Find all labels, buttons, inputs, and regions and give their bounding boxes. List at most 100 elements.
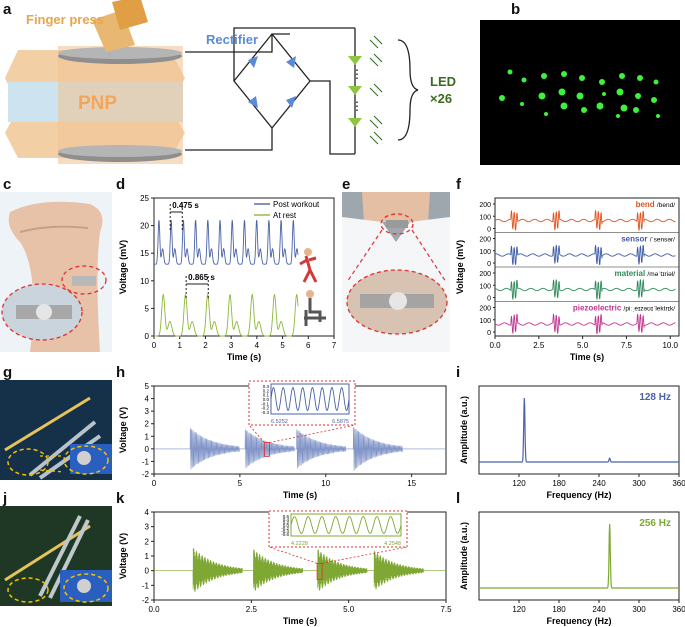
x-tick-label: 4 bbox=[255, 341, 260, 350]
y-tick-label: 100 bbox=[479, 249, 491, 256]
series-phonetic: /piːˌeɪzəʊɪˈlektrɪk/ bbox=[624, 305, 676, 313]
x-tick-label: 7.5 bbox=[621, 341, 633, 350]
x-tick-label: 0.0 bbox=[489, 341, 501, 350]
y-tick-label: 4 bbox=[145, 395, 150, 404]
panel-letter-b: b bbox=[511, 1, 521, 18]
inset-y-tick-label: -0.3 bbox=[261, 410, 269, 415]
zoom-marker bbox=[316, 562, 323, 580]
x-tick-label: 2.5 bbox=[246, 605, 258, 614]
burst-4 bbox=[373, 550, 424, 590]
x-tick-label: 180 bbox=[552, 605, 566, 614]
panel-letter-j: j bbox=[3, 490, 8, 507]
rectifier-label: Rectifier bbox=[206, 32, 258, 47]
annotation-period-post: 0.475 s bbox=[172, 201, 199, 210]
y-tick-label: 2 bbox=[145, 420, 150, 429]
panel-letter-c: c bbox=[3, 176, 12, 193]
panel-letter-g: g bbox=[3, 364, 13, 381]
series-word: material bbox=[615, 269, 648, 278]
x-tick-label: 120 bbox=[512, 605, 526, 614]
y-tick-label: -2 bbox=[142, 470, 150, 479]
spectrum-line bbox=[479, 397, 679, 463]
zoom-connector bbox=[269, 424, 356, 443]
x-tick-label: 7.5 bbox=[440, 605, 452, 614]
x-tick-label: 10 bbox=[321, 479, 330, 488]
x-tick-label: 3 bbox=[229, 341, 234, 350]
inset-x-end: 6.5875 bbox=[332, 419, 349, 425]
y-tick-label: 0 bbox=[145, 567, 150, 576]
x-tick-label: 5 bbox=[280, 341, 285, 350]
inset-signal bbox=[270, 387, 350, 411]
panel-letter-d: d bbox=[116, 176, 126, 193]
burst-3 bbox=[296, 429, 347, 469]
burst-1 bbox=[192, 547, 243, 593]
y-axis-label: Voltage (mV) bbox=[118, 240, 128, 294]
x-tick-label: 15 bbox=[407, 479, 416, 488]
inset-y-tick-label: 0.4 bbox=[283, 517, 290, 522]
legend-label-at-rest: At rest bbox=[273, 211, 297, 220]
panel-letter-h: h bbox=[116, 364, 126, 381]
x-tick-label: 360 bbox=[672, 479, 685, 488]
x-tick-label: 5.0 bbox=[343, 605, 355, 614]
plot-frame bbox=[478, 511, 680, 601]
sitting-person-icon bbox=[306, 290, 314, 298]
x-tick-label: 120 bbox=[512, 479, 526, 488]
series-line-sensor bbox=[494, 244, 676, 266]
panel-c-wrist-photo bbox=[0, 192, 112, 352]
y-axis-label: Voltage (V) bbox=[118, 533, 128, 579]
inset-y-tick-label: -0.1 bbox=[261, 401, 269, 406]
burst-3 bbox=[317, 549, 368, 591]
annotation-period-rest: 0.865 s bbox=[188, 273, 215, 282]
x-tick-label: 0 bbox=[152, 341, 157, 350]
y-tick-label: 20 bbox=[140, 222, 149, 231]
inset-x-start: 6.5252 bbox=[271, 419, 288, 425]
inset-x-start: 4.2228 bbox=[291, 541, 308, 547]
inset-y-tick-label: 0.0 bbox=[283, 523, 290, 528]
x-tick-label: 2 bbox=[203, 341, 208, 350]
y-tick-label: -2 bbox=[142, 596, 150, 605]
y-tick-label: 0 bbox=[145, 445, 150, 454]
x-axis-label: Time (s) bbox=[283, 490, 317, 500]
panel-letter-a: a bbox=[3, 1, 12, 18]
y-tick-label: 100 bbox=[479, 283, 491, 290]
series-label-piezoelectric: piezoelectric /piːˌeɪzəʊɪˈlektrɪk/ bbox=[573, 304, 675, 313]
y-tick-label: 10 bbox=[140, 277, 149, 286]
series-phonetic: /ˈsensər/ bbox=[650, 236, 675, 244]
series-word: bend bbox=[636, 200, 657, 209]
y-tick-label: 200 bbox=[479, 202, 491, 209]
y-tick-label: 1 bbox=[145, 552, 150, 561]
x-tick-label: 240 bbox=[592, 605, 606, 614]
series-label-sensor: sensor /ˈsensər/ bbox=[621, 235, 675, 244]
x-tick-label: 1 bbox=[177, 341, 182, 350]
x-tick-label: 300 bbox=[632, 605, 646, 614]
runner-icon bbox=[299, 255, 318, 283]
x-tick-label: 360 bbox=[672, 605, 685, 614]
finger-press-label: Finger press bbox=[26, 12, 104, 27]
panel-letter-e: e bbox=[342, 176, 351, 193]
panel-e-neck-photo bbox=[342, 192, 450, 352]
legend-label-post-workout: Post workout bbox=[273, 200, 320, 209]
series-phonetic: /məˈtɪriəl/ bbox=[647, 270, 675, 278]
y-tick-label: 200 bbox=[479, 271, 491, 278]
x-tick-label: 0.0 bbox=[148, 605, 160, 614]
zoom-marker bbox=[264, 442, 270, 457]
panel-letter-f: f bbox=[456, 176, 461, 193]
peak-frequency-label: 256 Hz bbox=[639, 518, 671, 529]
inset-y-tick-label: 0.0 bbox=[263, 397, 270, 402]
x-tick-label: 240 bbox=[592, 479, 606, 488]
y-tick-label: 0 bbox=[487, 261, 491, 268]
x-axis-label: Frequency (Hz) bbox=[546, 616, 611, 626]
x-tick-label: 5.0 bbox=[577, 341, 589, 350]
panel-letter-i: i bbox=[456, 364, 461, 381]
y-tick-label: 5 bbox=[145, 304, 150, 313]
y-tick-label: 100 bbox=[479, 318, 491, 325]
inset-signal bbox=[290, 516, 402, 534]
inset-y-tick-label: -0.6 bbox=[281, 532, 289, 537]
panel-b-led-photo bbox=[480, 20, 680, 165]
inset-y-tick-label: 0.1 bbox=[263, 393, 270, 398]
led-label: LED bbox=[430, 74, 456, 89]
panel-letter-l: l bbox=[456, 490, 461, 507]
inset-y-tick-label: -0.4 bbox=[281, 529, 289, 534]
